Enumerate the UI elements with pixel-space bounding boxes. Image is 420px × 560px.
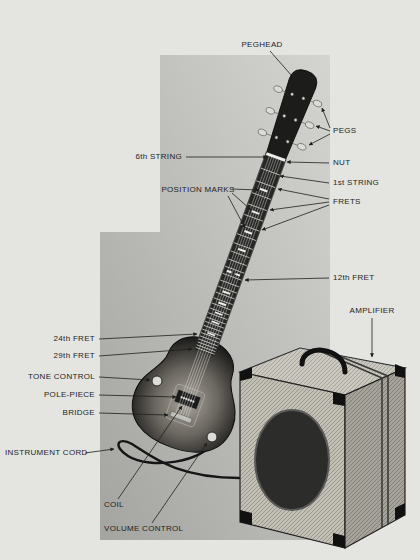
part-label: TONE CONTROL	[28, 372, 95, 382]
peghead	[262, 66, 320, 162]
tone-knob	[152, 376, 162, 386]
leader-lines	[85, 51, 372, 523]
part-label: PEGHEAD	[241, 40, 282, 50]
amp-stripes	[322, 351, 388, 527]
amp-side	[345, 368, 405, 548]
part-label: BRIDGE	[63, 408, 95, 418]
hand-rest	[165, 383, 206, 427]
amp-front	[240, 372, 345, 548]
part-label: POLE-PIECE	[44, 390, 95, 400]
volume-knob	[207, 432, 217, 442]
part-label: VOLUME CONTROL	[104, 524, 183, 534]
speaker-grille	[255, 410, 329, 510]
part-label: 6th STRING	[135, 152, 182, 162]
part-label: NUT	[333, 158, 350, 168]
part-label: AMPLIFIER	[350, 306, 395, 316]
part-label: FRETS	[333, 197, 361, 207]
part-label: 29th FRET	[54, 351, 95, 361]
pole-pieces	[180, 396, 195, 403]
photo-panel	[100, 55, 330, 540]
part-label: 12th FRET	[333, 273, 374, 283]
amplifier	[240, 348, 405, 548]
frets	[196, 168, 280, 354]
part-label: 24th FRET	[54, 334, 95, 344]
tuning-pegs	[257, 85, 323, 151]
fretboard	[195, 154, 285, 356]
part-label: INSTRUMENT CORD	[5, 448, 88, 458]
bridge	[170, 411, 192, 423]
part-label: PEGS	[333, 126, 356, 136]
corner-protectors	[240, 364, 405, 548]
part-label: POSITION MARKS	[161, 185, 234, 195]
guitar-body	[121, 322, 258, 465]
amp-handle	[302, 350, 345, 372]
amp-side-shade	[345, 368, 405, 548]
part-label: 1st STRING	[333, 178, 379, 188]
part-label: COIL	[104, 500, 124, 510]
